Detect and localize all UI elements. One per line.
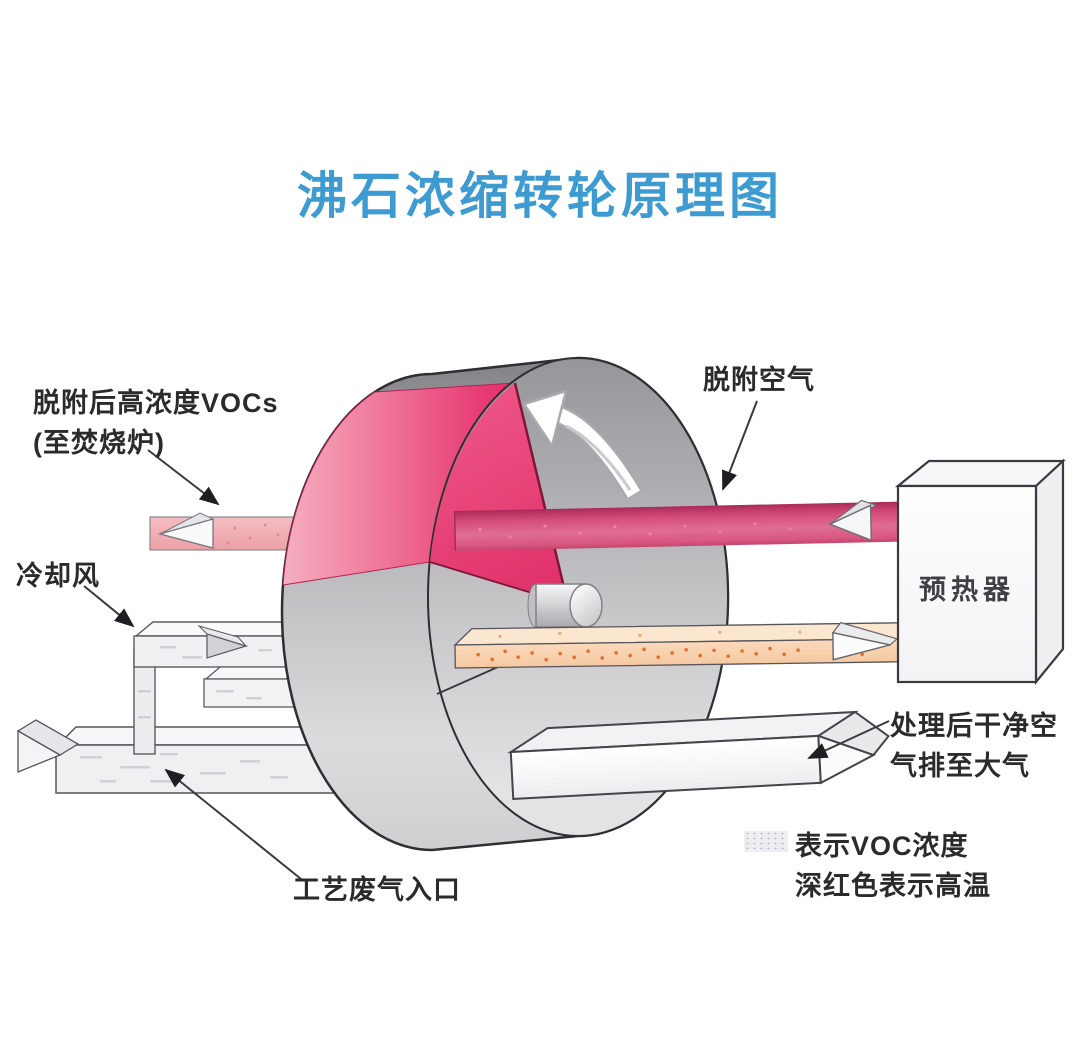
cooling-flow-arrow-icon bbox=[197, 624, 249, 659]
leader-desorption-air bbox=[722, 400, 758, 491]
inlet-flow-arrow-icon bbox=[16, 719, 80, 773]
wheel-hub bbox=[527, 583, 603, 628]
cooling-outlet-arrow-icon bbox=[831, 621, 899, 661]
pipe-speckles bbox=[476, 645, 878, 662]
pipe-speckles bbox=[478, 522, 792, 539]
label-desorbed-vocs-line1: 脱附后高浓度VOCs bbox=[33, 388, 279, 418]
label-clean-air-line1: 处理后干净空 bbox=[890, 711, 1058, 741]
vocs-outlet-pipe bbox=[149, 512, 303, 551]
label-desorbed-vocs-line2: (至焚烧炉) bbox=[33, 428, 165, 458]
duct-texture bbox=[80, 753, 288, 783]
sector-edge bbox=[513, 382, 570, 605]
duct-texture bbox=[138, 646, 272, 719]
cooling-return-duct bbox=[203, 666, 302, 708]
label-process-waste-inlet: 工艺废气入口 bbox=[293, 875, 461, 905]
vocs-outlet-arrow-icon bbox=[157, 512, 215, 549]
voc-concentration-swatch bbox=[744, 831, 788, 852]
clean-air-duct bbox=[507, 710, 890, 801]
page-title: 沸石浓缩转轮原理图 bbox=[297, 168, 783, 224]
desorption-air-arrow-icon bbox=[828, 499, 877, 542]
process-inlet-duct bbox=[16, 719, 347, 794]
rotation-arrow-icon bbox=[522, 389, 643, 499]
leader-arrows bbox=[83, 400, 890, 880]
label-desorption-air: 脱附空气 bbox=[703, 365, 815, 395]
label-legend-voc: 表示VOC浓度 bbox=[795, 831, 969, 861]
leader-clean-air bbox=[807, 720, 890, 759]
preheater-box bbox=[894, 458, 1066, 686]
leader-process-inlet bbox=[164, 768, 302, 880]
leader-vocs bbox=[147, 449, 220, 506]
label-clean-air-line2: 气排至大气 bbox=[890, 751, 1030, 781]
desorption-air-pipe bbox=[453, 499, 901, 552]
label-preheater: 预热器 bbox=[919, 575, 1015, 605]
cooling-outlet-pipe bbox=[453, 621, 902, 669]
leader-cooling-air bbox=[83, 585, 135, 628]
label-cooling-air: 冷却风 bbox=[16, 561, 100, 591]
label-legend-temp: 深红色表示高温 bbox=[795, 871, 991, 901]
pipe-speckles bbox=[498, 630, 802, 638]
